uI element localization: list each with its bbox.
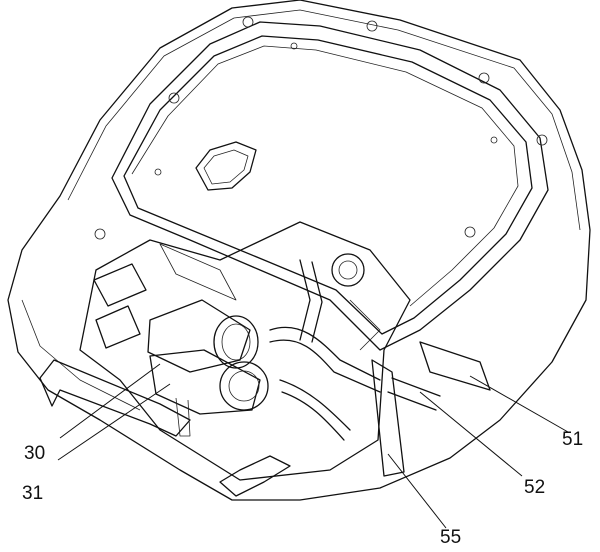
screw-bosses: [94, 16, 548, 240]
housing-outline: [7, 0, 591, 501]
rod-51: [419, 341, 491, 391]
label-55: 55: [440, 527, 462, 548]
housing-rim: [67, 9, 581, 231]
pipework: [269, 253, 381, 441]
left-blocks: [93, 243, 237, 349]
front-handle: [39, 359, 291, 497]
lid-frame-groove: [131, 45, 519, 307]
label-31: 31: [22, 483, 44, 504]
label-52: 52: [524, 477, 546, 498]
housing-lower-edge: [21, 299, 141, 411]
lid-window-inner: [203, 149, 249, 185]
cylinder-30: [147, 299, 259, 373]
cylinder-31: [149, 349, 269, 415]
lid-window: [195, 141, 257, 191]
label-51: 51: [562, 429, 584, 450]
lid-frame-inner: [123, 35, 533, 335]
lid-frame-outer: [111, 21, 549, 351]
label-30: 30: [24, 443, 46, 464]
leader-lines: [57, 363, 569, 529]
post-55: [371, 359, 405, 477]
rod-52: [387, 377, 441, 411]
